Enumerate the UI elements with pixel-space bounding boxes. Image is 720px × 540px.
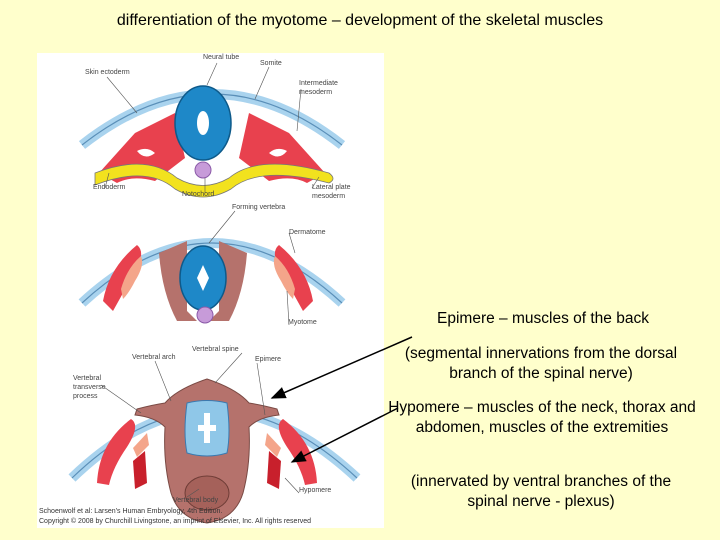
- label-dermatome: Dermatome: [289, 229, 326, 236]
- label-intermediate-mesoderm-1: Intermediate: [299, 80, 338, 87]
- label-myotome: Myotome: [288, 319, 317, 326]
- label-neural-tube: Neural tube: [203, 54, 240, 61]
- figure-credit-line-1: Schoenwolf et al: Larsen's Human Embryol…: [39, 508, 223, 515]
- epimere-heading: Epimere – muscles of the back: [437, 310, 649, 327]
- page-title: differentiation of the myotome – develop…: [116, 12, 604, 29]
- label-vertebral-transverse-2: transverse: [73, 384, 106, 391]
- embryo-illustration: [68, 62, 361, 524]
- label-skin-ectoderm: Skin ectoderm: [85, 69, 130, 76]
- endoderm-shape: [94, 163, 334, 198]
- panel-dermomyotome-stage: [78, 238, 346, 324]
- label-hypomere: Hypomere: [299, 487, 332, 494]
- panel-somite-stage: [78, 85, 346, 198]
- embryo-diagram: Skin ectoderm Neural tube Somite Interme…: [37, 53, 384, 528]
- hypomere-arrow: [290, 407, 399, 463]
- label-lateral-plate-2: mesoderm: [312, 193, 346, 200]
- label-endoderm: Endoderm: [93, 184, 126, 191]
- label-vertebral-body: Vertebral body: [173, 497, 219, 504]
- label-somite: Somite: [260, 60, 282, 67]
- label-vertebral-transverse-1: Vertebral: [73, 375, 102, 382]
- epimere-note: (segmental innervations from the dorsal …: [404, 345, 678, 382]
- label-vertebral-arch: Vertebral arch: [132, 354, 176, 361]
- label-notochord: Notochord: [182, 191, 215, 198]
- label-forming-vertebra: Forming vertebra: [232, 204, 286, 211]
- figure-credit-line-2: Copyright © 2008 by Churchill Livingston…: [39, 518, 312, 525]
- epimere-arrow: [270, 336, 413, 399]
- label-vertebral-transverse-3: process: [73, 393, 98, 400]
- label-lateral-plate-1: Lateral plate: [312, 184, 351, 191]
- hypomere-heading: Hypomere – muscles of the neck, thorax a…: [388, 399, 696, 436]
- label-intermediate-mesoderm-2: mesoderm: [299, 89, 333, 96]
- hypomere-note: (innervated by ventral branches of the s…: [410, 473, 672, 510]
- label-vertebral-spine: Vertebral spine: [192, 346, 239, 353]
- label-epimere: Epimere: [255, 356, 282, 363]
- notochord-shape: [194, 161, 212, 179]
